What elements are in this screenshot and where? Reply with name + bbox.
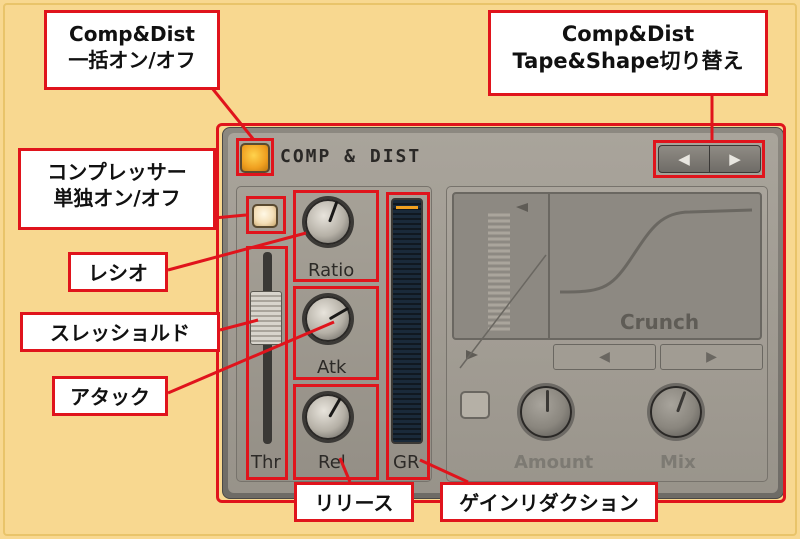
callout-line: 単独オン/オフ — [53, 186, 181, 210]
mode-switch[interactable]: ◀ ▶ — [658, 145, 761, 173]
thr-highlight — [246, 246, 288, 480]
rel-knob[interactable] — [305, 394, 351, 440]
shape-power-button[interactable] — [460, 391, 490, 419]
power-highlight — [236, 138, 274, 176]
panel-title: COMP & DIST — [280, 146, 422, 167]
callout-line: Comp&Dist — [69, 22, 195, 46]
atk-highlight — [293, 286, 379, 380]
ratio-label: Ratio — [308, 260, 355, 281]
rel-highlight — [293, 384, 379, 480]
right-arrow-icon: ▶ — [706, 349, 717, 365]
gain-reduction-meter — [391, 198, 423, 444]
callout-line: コンプレッサー — [47, 160, 187, 184]
left-arrow-icon: ◀ — [678, 150, 690, 168]
shape-next-button[interactable]: ▶ — [660, 344, 763, 370]
mode-next-button[interactable]: ▶ — [710, 146, 760, 172]
shape-preset-name: Crunch — [620, 310, 700, 334]
amount-knob[interactable] — [520, 386, 572, 438]
callout-ratio: レシオ — [68, 252, 168, 292]
compressor-power-button[interactable] — [252, 204, 278, 228]
callout-line: Tape&Shape切り替え — [512, 49, 744, 74]
callout-line: 一括オン/オフ — [68, 48, 196, 72]
mix-label: Mix — [660, 452, 696, 473]
callout-comp-dist-power: Comp&Dist 一括オン/オフ — [44, 10, 220, 90]
shape-preset-switch[interactable]: ◀ ▶ — [553, 344, 763, 370]
callout-comp-power: コンプレッサー 単独オン/オフ — [18, 148, 216, 230]
left-arrow-icon: ◀ — [599, 349, 610, 365]
callout-mode-switch: Comp&Dist Tape&Shape切り替え — [488, 10, 768, 96]
mode-highlight — [653, 140, 765, 178]
amount-label: Amount — [514, 452, 594, 473]
page-border — [3, 3, 797, 536]
callout-threshold: スレッショルド — [20, 312, 220, 352]
ratio-highlight — [293, 190, 379, 282]
comp-dist-power-button[interactable] — [240, 143, 270, 173]
gr-label: GR — [393, 452, 420, 473]
callout-release: リリース — [294, 482, 414, 522]
ratio-knob[interactable] — [305, 199, 351, 245]
callout-line: Comp&Dist — [561, 22, 695, 46]
callout-gain-reduction: ゲインリダクション — [440, 482, 658, 522]
gr-highlight — [386, 192, 430, 480]
thr-label: Thr — [251, 452, 281, 473]
shape-prev-button[interactable]: ◀ — [553, 344, 656, 370]
right-arrow-icon: ▶ — [729, 150, 741, 168]
comp-toggle-highlight — [246, 196, 286, 234]
mix-knob[interactable] — [650, 386, 702, 438]
callout-attack: アタック — [52, 376, 168, 416]
mode-prev-button[interactable]: ◀ — [659, 146, 710, 172]
